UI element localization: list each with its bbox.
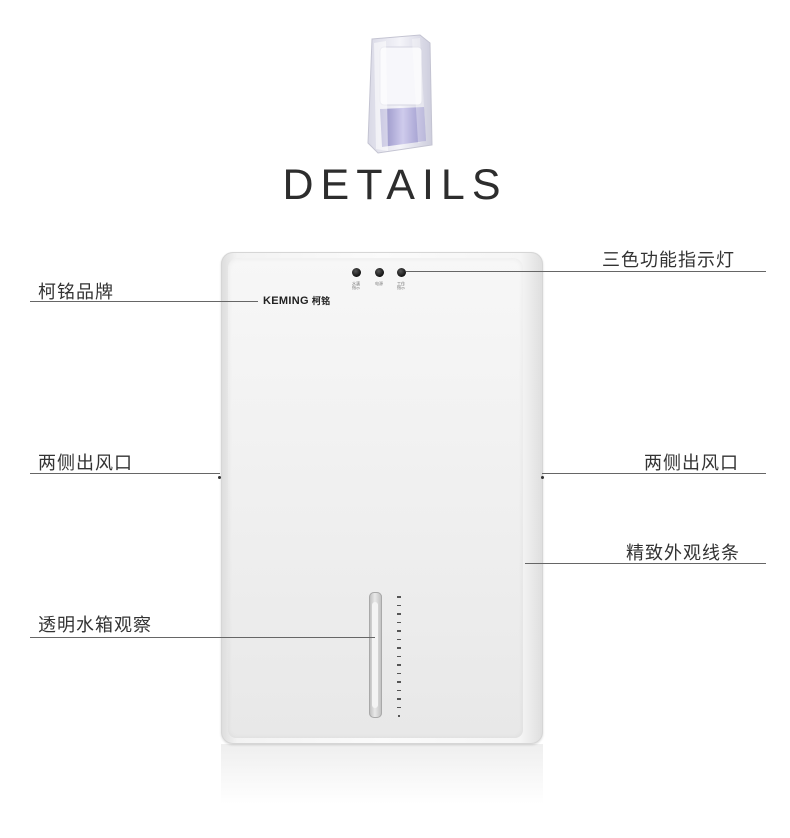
water-tank-window	[369, 592, 382, 718]
water-level-tick	[397, 638, 401, 640]
water-level-tick	[397, 681, 401, 683]
callout-contour-line	[525, 563, 766, 564]
water-level-tick	[397, 613, 401, 615]
water-level-tick	[397, 596, 401, 598]
indicator-label-working: 工作指示	[397, 281, 405, 291]
water-level-tick	[397, 630, 401, 632]
indicator-light-working	[397, 268, 406, 277]
water-level-tick	[397, 698, 401, 700]
callout-water-tank: 透明水箱观察	[38, 615, 152, 635]
water-level-scale	[397, 596, 401, 720]
water-level-tick	[397, 647, 401, 649]
callout-indicator-lights: 三色功能指示灯	[602, 250, 735, 270]
callout-water-tank-line	[30, 637, 375, 638]
water-level-tick	[397, 621, 401, 623]
indicator-label-water-full: 水满指示	[352, 281, 360, 291]
water-level-tick	[397, 664, 401, 666]
page-title: DETAILS	[282, 161, 508, 209]
indicator-light-power	[375, 268, 384, 277]
callout-brand-line	[30, 301, 258, 302]
water-tank-window-inner	[372, 602, 378, 708]
left-vent-marker	[218, 476, 221, 479]
callout-right-vent-line	[542, 473, 766, 474]
water-level-tick	[397, 604, 401, 606]
callout-right-vent: 两侧出风口	[644, 453, 739, 473]
callout-left-vent-line	[30, 473, 220, 474]
product-thumbnail	[367, 34, 433, 154]
water-level-tick	[398, 715, 400, 717]
water-level-tick	[397, 689, 401, 691]
water-level-tick	[397, 672, 401, 674]
indicator-label-power: 电源	[375, 281, 383, 286]
callout-indicator-lights-line	[406, 271, 766, 272]
indicator-light-water-full	[352, 268, 361, 277]
water-level-tick	[397, 706, 401, 708]
product-reflection	[221, 744, 543, 804]
callout-contour: 精致外观线条	[626, 543, 740, 563]
water-level-tick	[397, 655, 401, 657]
right-vent-marker	[541, 476, 544, 479]
callout-brand: 柯铭品牌	[38, 282, 114, 302]
callout-left-vent: 两侧出风口	[38, 453, 133, 473]
